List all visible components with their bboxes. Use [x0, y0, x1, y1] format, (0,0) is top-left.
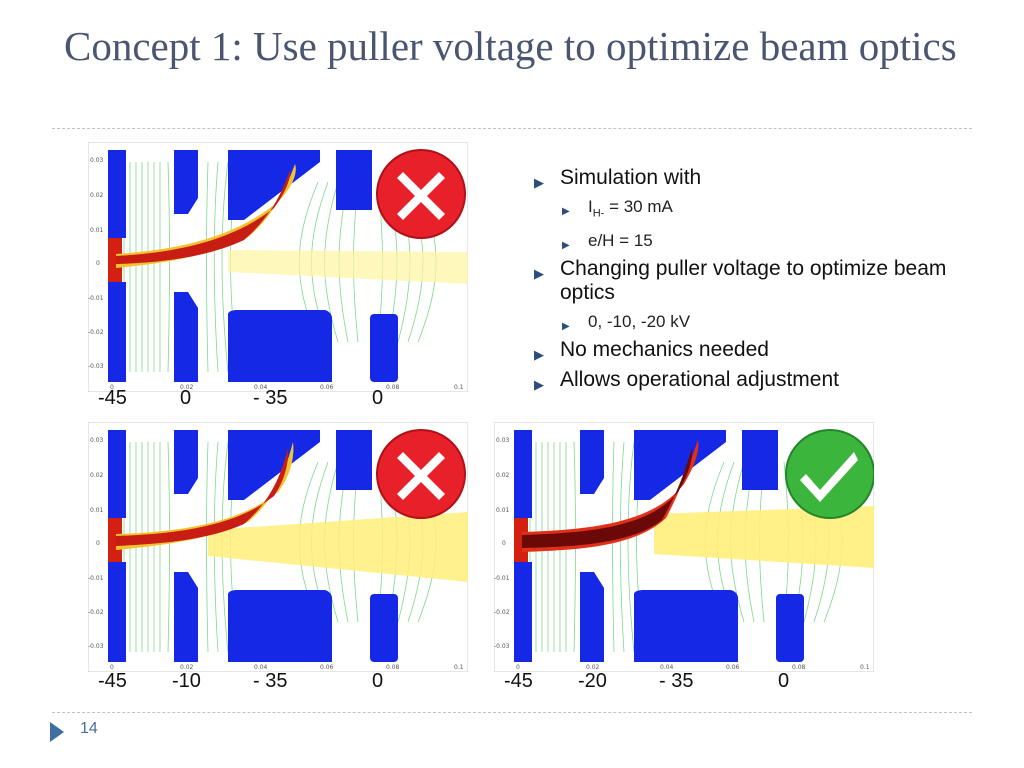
simulation-plot-3: [494, 422, 874, 672]
bullet-text-post: = 30 mA: [604, 197, 673, 216]
triangle-bullet-icon: ▶: [534, 347, 544, 363]
page-number: 14: [80, 720, 98, 737]
triangle-bullet-icon: ▶: [562, 321, 570, 333]
simulation-panel-2: -45 -10 - 35 0: [88, 422, 468, 692]
beam-halo: [208, 512, 468, 582]
sub-bullet-current: ▶ IH- = 30 mA: [558, 196, 970, 224]
simulation-plot-1: [88, 142, 468, 392]
cross-icon: [376, 149, 466, 239]
bullet-operational: ▶ Allows operational adjustment: [530, 368, 970, 392]
bullet-simulation: ▶ Simulation with: [530, 166, 970, 190]
bullet-text: e/H = 15: [588, 231, 653, 251]
check-icon: [785, 429, 874, 519]
slide-title: Concept 1: Use puller voltage to optimiz…: [64, 23, 957, 69]
bullet-no-mechanics: ▶ No mechanics needed: [530, 338, 970, 362]
beam-core: [522, 448, 693, 548]
voltage-label-ground: - 35: [253, 387, 288, 409]
voltage-label-puller: -10: [172, 670, 201, 692]
voltage-label-source: -45: [98, 387, 127, 409]
beam-halo: [654, 506, 874, 568]
voltage-label-end: 0: [372, 670, 384, 692]
bullet-text: Simulation with: [560, 166, 702, 189]
bullet-text: Allows operational adjustment: [560, 368, 839, 392]
voltage-label-ground: - 35: [659, 670, 694, 692]
bullet-text: No mechanics needed: [560, 338, 769, 362]
voltage-label-end: 0: [372, 387, 384, 409]
triangle-bullet-icon: ▶: [562, 240, 570, 252]
beam-core: [116, 170, 291, 264]
voltage-label-ground: - 35: [253, 670, 288, 692]
footer-divider: [52, 712, 972, 713]
triangle-bullet-icon: ▶: [534, 175, 544, 190]
simulation-plot-2: [88, 422, 468, 672]
title-divider: [52, 128, 972, 129]
simulation-panel-3: -45 -20 - 35 0: [494, 422, 874, 692]
triangle-bullet-icon: ▶: [534, 377, 544, 393]
voltage-label-source: -45: [504, 670, 533, 692]
bullet-subscript: H-: [592, 207, 605, 220]
voltage-label-puller: -20: [578, 670, 607, 692]
triangle-bullet-icon: ▶: [534, 266, 544, 282]
beam-core: [116, 448, 289, 546]
bullet-text: Changing puller voltage to optimize beam…: [560, 257, 947, 305]
voltage-label-source: -45: [98, 670, 127, 692]
footer-triangle-icon: [50, 722, 64, 742]
bullet-text: 0, -10, -20 kV: [588, 312, 691, 332]
triangle-bullet-icon: ▶: [562, 206, 570, 217]
bullet-puller-voltage: ▶ Changing puller voltage to optimize be…: [530, 257, 970, 305]
voltage-label-end: 0: [778, 670, 790, 692]
bullet-text-pre: I: [588, 197, 593, 216]
simulation-panel-1: -45 0 - 35 0: [88, 142, 468, 409]
beam-halo: [228, 250, 468, 284]
sub-bullet-ratio: ▶ e/H = 15: [558, 230, 970, 251]
bullet-list: ▶ Simulation with ▶ IH- = 30 mA ▶ e/H = …: [530, 160, 970, 398]
cross-icon: [376, 429, 466, 519]
voltage-label-puller: 0: [180, 387, 192, 409]
sub-bullet-voltages: ▶ 0, -10, -20 kV: [558, 311, 970, 332]
